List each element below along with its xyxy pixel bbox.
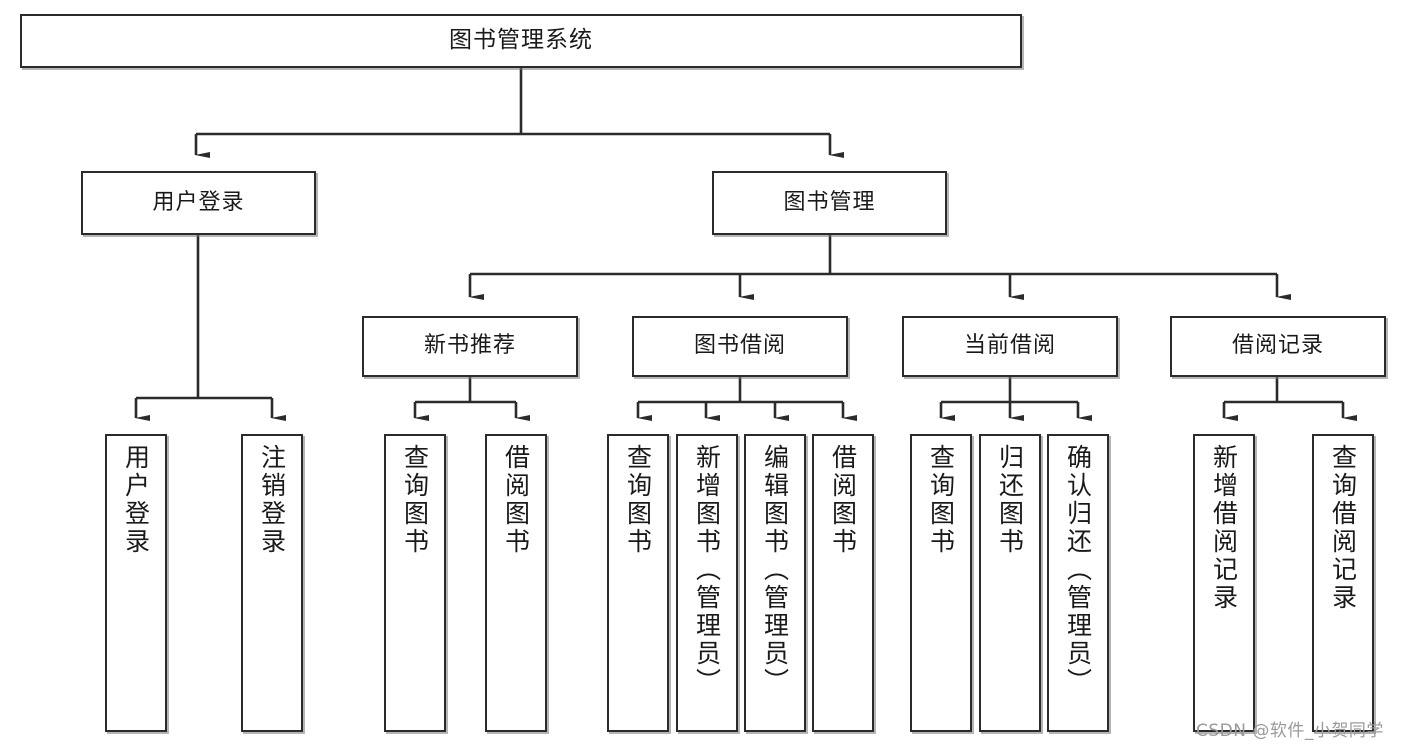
node-leaf-logout[interactable]: 注销登录 bbox=[241, 434, 303, 732]
node-label: 查询图书 bbox=[400, 444, 430, 556]
node-label: 图书管理系统 bbox=[449, 27, 593, 54]
node-current-borrowing[interactable]: 当前借阅 bbox=[902, 316, 1118, 377]
node-label: 当前借阅 bbox=[963, 333, 1056, 359]
node-label: 查询图书 bbox=[623, 444, 653, 556]
node-label: 借阅图书 bbox=[501, 444, 531, 556]
node-leaf-return-book[interactable]: 归还图书 bbox=[979, 434, 1041, 732]
node-leaf-query-book-borrow[interactable]: 查询图书 bbox=[607, 434, 669, 732]
node-new-book-recommendation[interactable]: 新书推荐 bbox=[362, 316, 578, 377]
node-label: 查询借阅记录 bbox=[1328, 444, 1358, 612]
node-label: 图书管理 bbox=[783, 189, 876, 215]
node-leaf-edit-book-admin[interactable]: 编辑图书（管理员） bbox=[744, 434, 806, 732]
node-book-borrowing[interactable]: 图书借阅 bbox=[632, 316, 848, 377]
node-label: 用户登录 bbox=[121, 444, 151, 556]
node-label: 归还图书 bbox=[995, 444, 1025, 556]
node-label: 新增图书（管理员） bbox=[692, 444, 722, 696]
node-label: 编辑图书（管理员） bbox=[760, 444, 790, 696]
node-label: 借阅记录 bbox=[1231, 333, 1324, 359]
node-leaf-query-book-current[interactable]: 查询图书 bbox=[910, 434, 972, 732]
node-book-management[interactable]: 图书管理 bbox=[712, 171, 947, 235]
node-leaf-borrow-book[interactable]: 借阅图书 bbox=[812, 434, 874, 732]
node-borrowing-records[interactable]: 借阅记录 bbox=[1170, 316, 1386, 377]
node-label: 注销登录 bbox=[257, 444, 287, 556]
csdn-watermark: CSDN @软件_小贺同学 bbox=[1196, 721, 1384, 741]
node-leaf-query-book-rec[interactable]: 查询图书 bbox=[384, 434, 446, 732]
node-leaf-query-borrow-record[interactable]: 查询借阅记录 bbox=[1312, 434, 1374, 732]
node-label: 图书借阅 bbox=[693, 333, 786, 359]
node-leaf-user-login[interactable]: 用户登录 bbox=[105, 434, 167, 732]
node-user-login[interactable]: 用户登录 bbox=[81, 171, 316, 235]
node-label: 新增借阅记录 bbox=[1209, 444, 1239, 612]
node-label: 新书推荐 bbox=[423, 333, 516, 359]
node-label: 确认归还（管理员） bbox=[1063, 444, 1093, 696]
node-book-management-system[interactable]: 图书管理系统 bbox=[20, 14, 1022, 68]
node-label: 用户登录 bbox=[152, 189, 245, 215]
node-leaf-add-book-admin[interactable]: 新增图书（管理员） bbox=[676, 434, 738, 732]
node-leaf-borrow-book-rec[interactable]: 借阅图书 bbox=[485, 434, 547, 732]
node-label: 借阅图书 bbox=[828, 444, 858, 556]
node-label: 查询图书 bbox=[926, 444, 956, 556]
node-leaf-confirm-return-admin[interactable]: 确认归还（管理员） bbox=[1047, 434, 1109, 732]
node-leaf-add-borrow-record[interactable]: 新增借阅记录 bbox=[1193, 434, 1255, 732]
